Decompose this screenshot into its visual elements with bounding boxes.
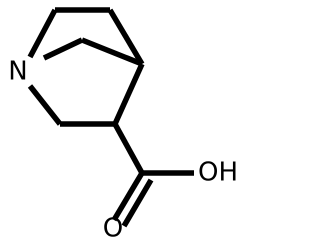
bond-carbonyl-outer [111,171,145,222]
bond-n-bridge-c [42,37,84,61]
nitrogen-atom-label: N [8,57,27,87]
bond-n-c-lower-left [27,84,63,126]
bond-bridge-c-bridgehead [80,37,144,67]
carbonyl-oxygen-label: O [103,214,123,244]
bond-c-alpha-carboxyl-c [112,122,145,175]
bond-carbonyl-inner [121,178,154,228]
bond-c-alpha-bridgehead [112,62,145,126]
chemical-structure: N OH O [8,7,238,244]
bond-n-c-top [27,8,58,59]
bond-c-top-right-bridgehead [107,8,145,66]
hydroxyl-label: OH [198,158,238,188]
